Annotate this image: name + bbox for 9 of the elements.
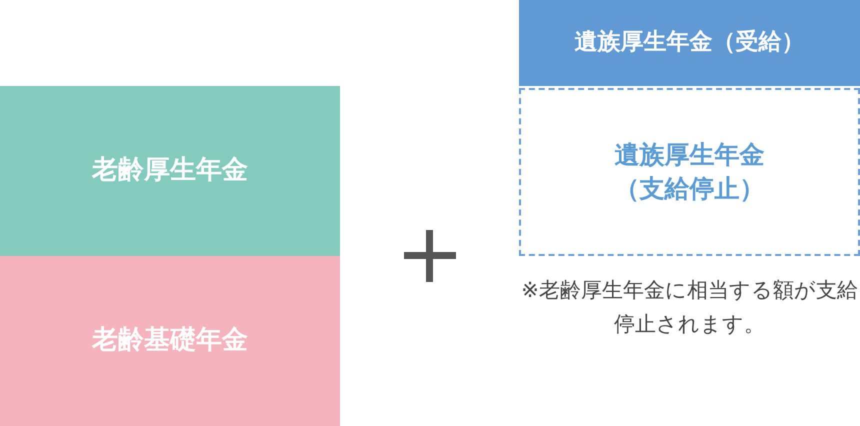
note-text: ※老齢厚生年金に相当する額が支給停止されます。 — [520, 277, 859, 338]
node-label: 老齢基礎年金 — [92, 324, 248, 358]
pension-block — [0, 256, 340, 426]
pension-block — [0, 86, 340, 256]
node-label: 老齢厚生年金 — [92, 154, 248, 188]
node-label: 遺族厚生年金（支給停止） — [614, 139, 766, 205]
header-bar — [519, 0, 860, 86]
node-label: 遺族厚生年金（受給） — [574, 28, 804, 58]
dashed-box — [519, 88, 860, 256]
